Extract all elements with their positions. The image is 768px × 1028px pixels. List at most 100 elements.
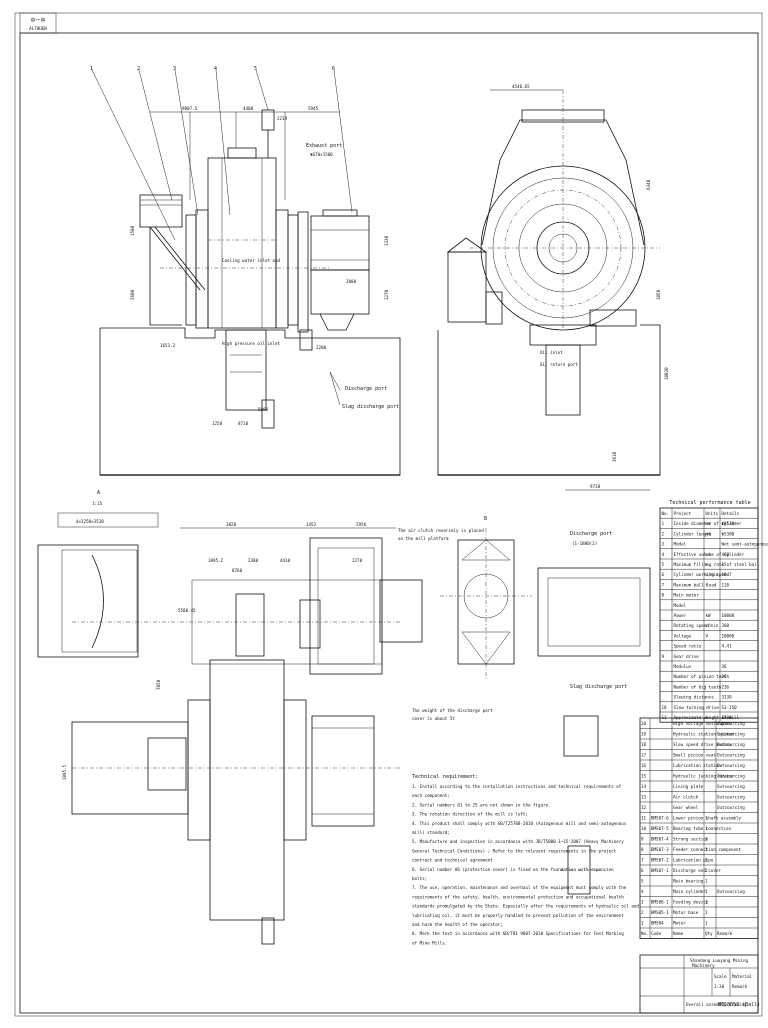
dim-bottom-4: 8710 (238, 421, 249, 426)
parts-list-cell: BMS07-6 (651, 816, 669, 821)
perf-table-cell: 5 (662, 562, 665, 567)
tech-req-line: 6. Serial number 86 (protection cover) i… (412, 867, 614, 872)
perf-table-cell: 36 (722, 664, 728, 669)
foundation-outline (100, 328, 400, 475)
cooling-water-label: Cooling water inlet and (222, 258, 280, 263)
small-view-dim: 4×3250×3520 (76, 519, 104, 524)
perf-table-cell: Power (674, 613, 687, 618)
perf-table-cell: mm (706, 521, 712, 526)
motor-plan (310, 538, 382, 674)
perf-table-cell: Number of big teeth (674, 684, 722, 689)
perf-table-cell: Wet semi-autogenous mill (722, 542, 768, 547)
bottom-plan-view: 3820 1452 2956 1095.2 2300 4410 2270 109… (62, 522, 493, 944)
dim-plan-11: 8760 (232, 568, 243, 573)
parts-list-cell: 12 (641, 805, 647, 810)
foundation-right (438, 325, 660, 475)
company-line-2: Machinery (692, 963, 715, 968)
gear-wheel (298, 212, 308, 332)
slag-discharge-title: Slag discharge port (570, 684, 627, 690)
mill-cylinder (208, 158, 276, 328)
tech-req-line: 1. Install according to the installation… (412, 784, 622, 789)
tech-req-line: General Technical Conditions) ; Refer to… (412, 848, 617, 853)
perf-table-cell: 11 (662, 715, 668, 720)
parts-list-cell: Outsourcing (717, 774, 745, 779)
dim-top-1: 9807.5 (182, 106, 198, 111)
corner-stamp-line1: 中一中 (30, 17, 45, 24)
tech-req-line: requirements of the safety, health, envi… (412, 894, 624, 899)
dim-plan-6: 4410 (280, 558, 291, 563)
tech-req-line: 7. The use, operation, maintenance and o… (412, 885, 627, 890)
feed-inlet-pipe (262, 110, 274, 130)
parts-list-cell: Outsourcing (717, 721, 745, 726)
parts-list-cell: Outsourcing (717, 753, 745, 758)
perf-table-header: Project (674, 511, 692, 516)
parts-list-header: Qty (705, 931, 713, 936)
perf-table-cell: 3130 (722, 695, 733, 700)
parts-list-cell: 17 (641, 753, 647, 758)
dim-right-1: 4546.65 (512, 84, 530, 89)
parts-list-cell: 1 (705, 879, 708, 884)
perf-table-cell: 1 (662, 521, 665, 526)
parts-list-cell: BMS07-1 (651, 868, 669, 873)
perf-table-cell: 2 (662, 531, 665, 536)
parts-list-cell: Motor (673, 921, 686, 926)
perf-table-title: Technical performance table (669, 500, 750, 506)
parts-list-cell: 1 (705, 889, 708, 894)
remark-label: Remark (732, 984, 748, 989)
dim-plan-9: 7850 (156, 679, 161, 690)
parts-list-header: Code (651, 931, 662, 936)
perf-table-cell: Φ5300 (722, 531, 735, 536)
parts-list-cell: 1 (705, 921, 708, 926)
balloon-5: 5 (254, 66, 257, 72)
dim-bottom-1: 1651.2 (160, 343, 176, 348)
view-b-id: B (484, 516, 487, 522)
perf-table-cell: Speed ratio (674, 644, 702, 649)
discharge-port-ratio: (1-1880(2) (572, 541, 597, 546)
parts-list-cell: 16 (641, 763, 647, 768)
parts-list-header: No. (641, 931, 649, 936)
perf-table-cell: 10000 (722, 633, 735, 638)
perf-table-cell: 1200 (722, 715, 733, 720)
perf-table-cell: V (706, 633, 709, 638)
dim-bottom-3: 1250 (212, 421, 223, 426)
mill-shell-plan (210, 660, 284, 920)
tech-req-line: of Mine Mills. (412, 940, 447, 945)
high-pressure-oil-label: High pressure oil inlet (222, 341, 280, 346)
parts-list-cell: Outsourcing (717, 742, 745, 747)
perf-table-cell: 110 (722, 582, 730, 587)
perf-table-cell: m³ (706, 552, 711, 557)
tech-req-lines: 1. Install according to the installation… (412, 784, 639, 945)
dim-top-2: 4400 (243, 106, 254, 111)
dim-right-2: 6340 (646, 179, 651, 190)
parts-list-cell: 20 (641, 721, 647, 726)
perf-table-cell: Model (674, 542, 687, 547)
parts-list-cell: 9 (641, 837, 644, 842)
parts-list-cell: BMS04 (651, 921, 664, 926)
parts-list-cell: Lubrication pipe (673, 858, 714, 863)
dim-side-2: 2600 (130, 289, 135, 300)
small-view-outline (38, 545, 138, 657)
small-view-id: A (97, 490, 100, 496)
perf-table-cell: 4 (662, 552, 665, 557)
parts-list-cell: 13 (641, 795, 647, 800)
parts-list-cell: 3 (641, 900, 644, 905)
parts-list-cell: Discharge end cover (673, 868, 721, 873)
parts-list-header: Remark (717, 931, 733, 936)
parts-list-cell: BMS06-1 (651, 900, 669, 905)
discharge-cover-note-1: The weight of the discharge port (412, 708, 493, 713)
parts-list-cell: 15 (641, 774, 647, 779)
perf-table-cell: Model (674, 603, 687, 608)
balloon-6: 6 (332, 66, 335, 72)
parts-list-cell: BMS07-5 (651, 826, 669, 831)
perf-table-cell: 8 (662, 593, 665, 598)
parts-list-cell: Lubrication station (673, 763, 721, 768)
perf-table-cell: 4.41 (722, 644, 733, 649)
parts-list-cell: Gear wheel (673, 805, 699, 810)
tech-req-line: 8. Mark the text in accordance with GB/T… (412, 931, 624, 936)
parts-list-cell: 1 (705, 910, 708, 915)
discharge-port-box (538, 568, 650, 656)
dim-bottom-2: 2200 (316, 345, 327, 350)
title-block: Shandong Luoyang Mining Machinery Scale … (640, 955, 760, 1013)
perf-table-cell: 200 (722, 623, 730, 628)
parts-list-cell: Outsourcing (717, 795, 745, 800)
